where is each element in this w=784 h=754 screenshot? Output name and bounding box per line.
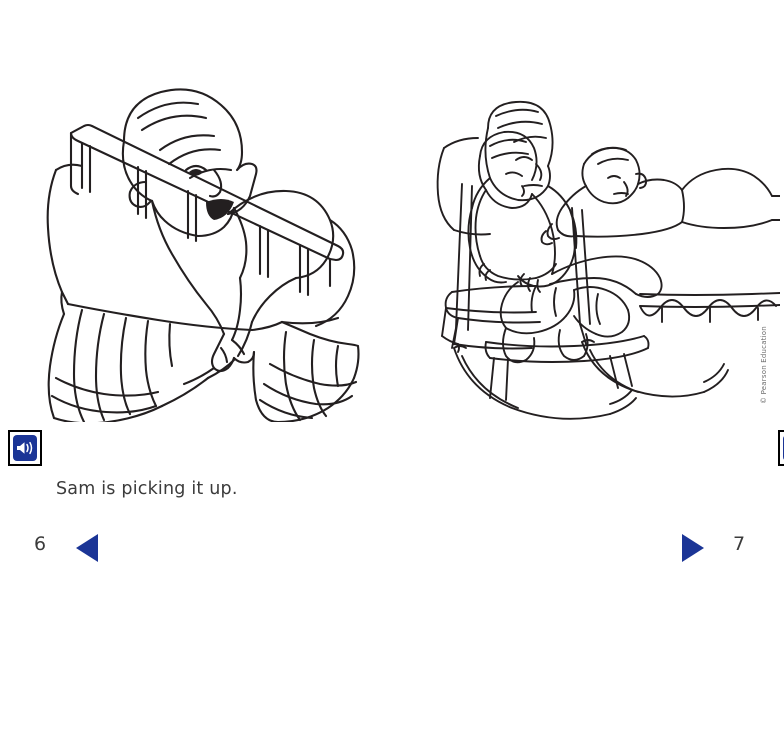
page-number-right: 7 — [733, 533, 746, 555]
illustration-family-napping — [432, 98, 780, 422]
sentence-row-right: Mom naps. Dad naps. Sam naps. Can Nan na… — [778, 430, 784, 754]
speaker-icon — [13, 435, 37, 461]
page-number-left: 6 — [34, 533, 47, 555]
triangle-right-icon[interactable] — [682, 534, 704, 562]
audio-play-button-right[interactable] — [778, 430, 784, 466]
illustration-child-picking-up-blanket — [38, 78, 364, 422]
triangle-left-icon[interactable] — [76, 534, 98, 562]
sentence-text-left: Sam is picking it up. — [56, 430, 238, 547]
sentence-row-left: Sam is picking it up. — [8, 430, 238, 547]
page-left: Sam is picking it up. 6 — [0, 0, 392, 594]
audio-play-button-left[interactable] — [8, 430, 42, 466]
book-spread: Sam is picking it up. 6 — [0, 0, 784, 594]
copyright-notice: © Pearson Education — [760, 326, 768, 404]
sentence-line: Sam is picking it up. — [56, 479, 238, 499]
page-right: Mom naps. Dad naps. Sam naps. Can Nan na… — [392, 0, 784, 594]
